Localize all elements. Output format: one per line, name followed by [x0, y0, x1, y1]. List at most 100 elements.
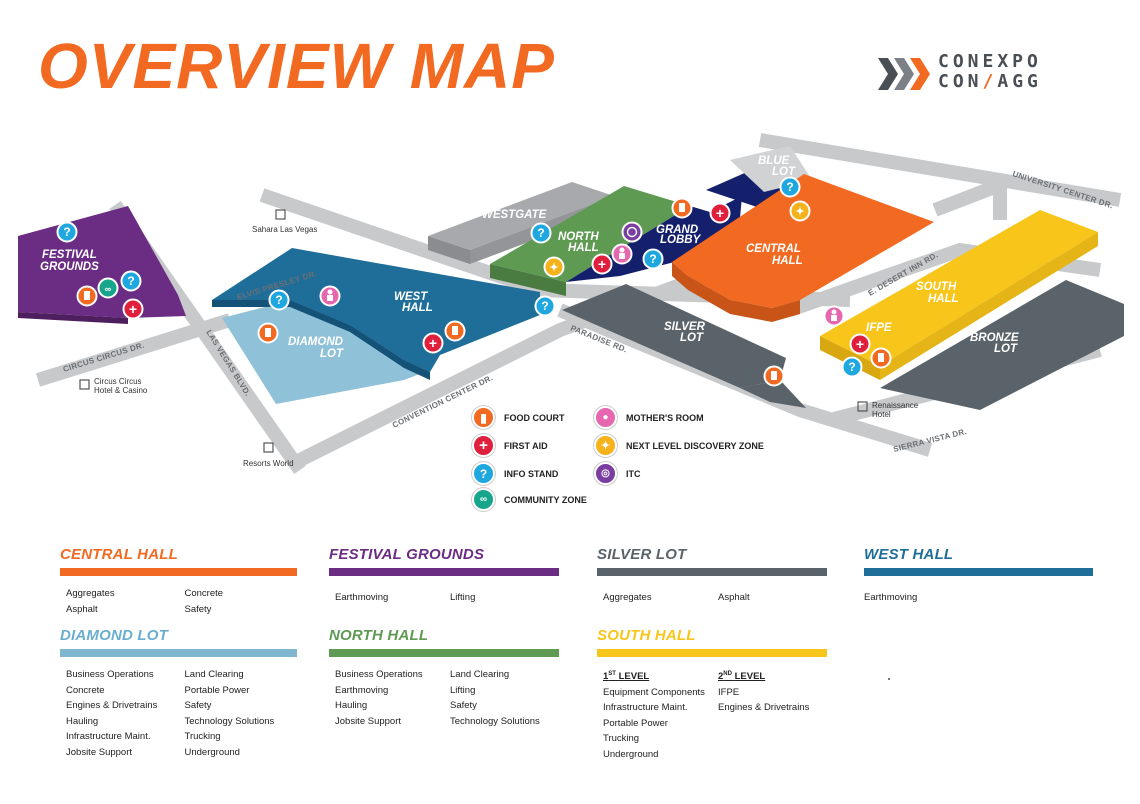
place-renaissance-2: Hotel	[872, 410, 891, 419]
list-item: Business Operations	[335, 669, 423, 680]
section-title: SILVER LOT	[597, 546, 687, 563]
place-renaissance-1: Renaissance	[872, 401, 919, 410]
mothers-room-icon: ●	[594, 406, 617, 429]
label-grand-lobby-1: GRAND	[656, 224, 698, 236]
first-aid-icon[interactable]: +	[422, 332, 444, 354]
chevron-logo-icon	[878, 58, 930, 90]
label-grand-lobby-2: LOBBY	[660, 234, 702, 246]
page-title: OVERVIEW MAP	[38, 30, 555, 102]
section-title: FESTIVAL GROUNDS	[329, 546, 485, 563]
logo-con: CON	[938, 71, 983, 92]
list-item: Asphalt	[718, 592, 750, 603]
place-resorts-world: Resorts World	[243, 459, 294, 468]
level-number: 1	[603, 671, 609, 683]
label-diamond-lot-1: DIAMOND	[288, 336, 343, 348]
list-item: Engines & Drivetrains	[718, 702, 810, 714]
first-aid-icon: +	[472, 434, 495, 457]
svg-text:+: +	[716, 205, 724, 221]
svg-text:?: ?	[127, 274, 134, 288]
section-bar	[597, 568, 827, 576]
next-level-discovery-zone-icon[interactable]: ✦	[789, 200, 811, 222]
section-bar	[60, 649, 297, 657]
south-hall-level-1: 1ST LEVEL	[603, 667, 712, 685]
first-aid-icon[interactable]: +	[709, 202, 731, 224]
mothers-room-icon[interactable]	[823, 305, 845, 327]
community-zone-icon: ∞	[472, 488, 495, 511]
section-title: WEST HALL	[864, 546, 954, 563]
section-title: CENTRAL HALL	[60, 546, 178, 563]
map-pins: ? ? ∞ + ? + ? ? ✦ + ? + ? ✦ + ?	[56, 176, 892, 387]
food-court-icon[interactable]	[763, 365, 785, 387]
silver-lot-area[interactable]	[562, 284, 786, 388]
food-court-icon[interactable]	[257, 322, 279, 344]
label-south-hall-1: SOUTH	[916, 281, 957, 293]
info-stand-icon[interactable]: ?	[120, 270, 142, 292]
first-aid-icon[interactable]: +	[591, 253, 613, 275]
label-north-hall-2: HALL	[568, 242, 599, 254]
list-item: Technology Solutions	[450, 715, 540, 727]
food-court-icon[interactable]	[870, 347, 892, 369]
food-court-icon: ▮	[472, 406, 495, 429]
section-bar	[329, 568, 559, 576]
community-zone-icon[interactable]: ∞	[97, 277, 119, 299]
next-level-discovery-zone-icon[interactable]: ✦	[543, 256, 565, 278]
section-bar	[597, 649, 827, 657]
food-court-icon[interactable]	[444, 320, 466, 342]
svg-text:?: ?	[537, 226, 544, 240]
legend-info-stand: ? INFO STAND	[472, 462, 558, 485]
list-item: Aggregates	[66, 588, 115, 599]
legend-mothers-room: ● MOTHER'S ROOM	[594, 406, 704, 429]
conexpo-logo: CONEXPO CON/AGG	[878, 52, 1078, 98]
section-bar	[864, 568, 1093, 576]
list-item: IFPE	[718, 686, 740, 698]
label-blue-lot-2: LOT	[772, 166, 796, 178]
first-aid-icon[interactable]: +	[122, 298, 144, 320]
label-north-hall-1: NORTH	[558, 231, 599, 243]
section-title: DIAMOND LOT	[60, 627, 169, 644]
itc-icon[interactable]	[621, 221, 643, 243]
label-ifpe: IFPE	[866, 322, 892, 334]
food-court-icon[interactable]	[671, 197, 693, 219]
label-diamond-lot-2: LOT	[320, 348, 344, 360]
logo-line1: CONEXPO	[938, 51, 1042, 72]
info-stand-icon[interactable]: ?	[534, 295, 556, 317]
level-word: LEVEL	[734, 671, 766, 683]
list-item: Jobsite Support	[335, 715, 402, 727]
list-item: Underground	[603, 748, 659, 760]
info-stand-icon[interactable]: ?	[530, 222, 552, 244]
place-circus-circus-1: Circus Circus	[94, 377, 142, 386]
label-blue-lot-1: BLUE	[758, 155, 790, 167]
info-stand-icon[interactable]: ?	[268, 289, 290, 311]
list-item: Lifting	[450, 592, 476, 603]
central-hall-area[interactable]	[672, 174, 934, 322]
list-item: Business Operations	[66, 669, 154, 680]
list-item: Safety	[184, 603, 212, 615]
section-south-hall: SOUTH HALL 1ST LEVEL Equipment Component…	[597, 627, 827, 762]
mothers-room-icon[interactable]	[611, 243, 633, 265]
mothers-room-icon[interactable]	[319, 285, 341, 307]
hotel-markers: Sahara Las Vegas Circus Circus Hotel & C…	[79, 209, 919, 468]
road-convention-center	[296, 263, 723, 467]
list-item: Technology Solutions	[184, 715, 275, 727]
first-aid-icon[interactable]: +	[849, 333, 871, 355]
north-hall-area[interactable]	[490, 186, 690, 296]
info-stand-icon[interactable]: ?	[56, 221, 78, 243]
itc-icon: ◎	[594, 462, 617, 485]
list-item: Asphalt	[66, 603, 98, 615]
svg-text:✦: ✦	[795, 206, 804, 218]
info-stand-icon[interactable]: ?	[642, 248, 664, 270]
food-court-icon[interactable]	[76, 285, 98, 307]
list-item: Land Clearing	[184, 669, 244, 680]
legend-community-zone: ∞ COMMUNITY ZONE	[472, 488, 587, 511]
label-central-hall-2: HALL	[772, 255, 803, 267]
list-item: Safety	[184, 700, 212, 711]
list-item: Concrete	[66, 684, 105, 696]
section-festival-grounds: FESTIVAL GROUNDS Earthmoving Lifting	[329, 546, 559, 606]
info-stand-icon[interactable]: ?	[841, 356, 863, 378]
list-item: Earthmoving	[335, 592, 389, 603]
info-stand-icon[interactable]: ?	[779, 176, 801, 198]
silver-lot-extension[interactable]	[740, 380, 806, 408]
bronze-lot-area[interactable]	[880, 280, 1124, 410]
label-festival-grounds-2: GROUNDS	[40, 261, 99, 273]
